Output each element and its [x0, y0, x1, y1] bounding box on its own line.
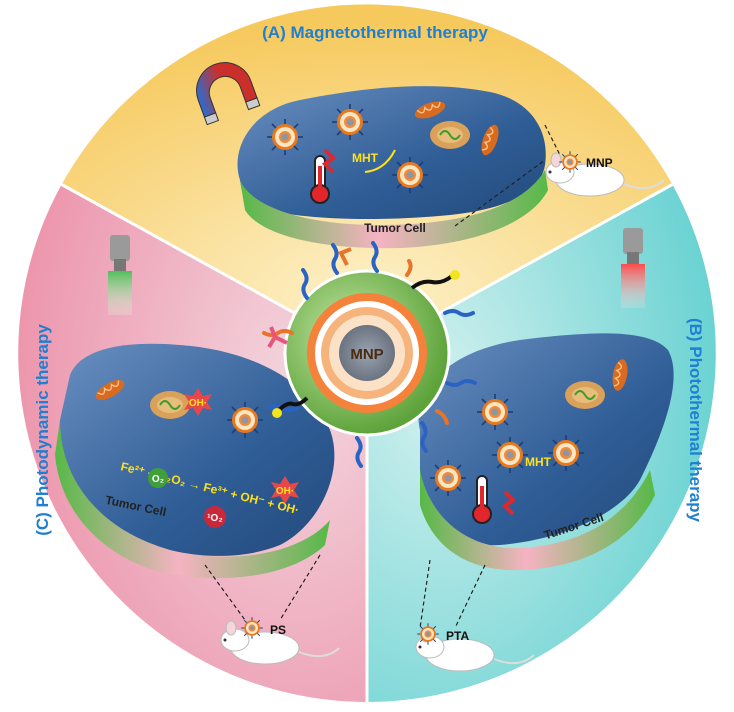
o2-bubble: O₂ — [148, 468, 168, 488]
mht-label-b: MHT — [525, 455, 552, 469]
ps-mouse-label: PS — [270, 623, 286, 637]
tumor-cell-b: MHT Tumor Cell — [418, 333, 674, 571]
tumor-cell-c: OH· Fe²⁺ + H₂O₂ → Fe³⁺ + OH⁻ + OH· OH· O… — [55, 343, 335, 579]
tumor-cell-a: MHT Tumor Cell — [237, 86, 548, 249]
mnp-mouse-label: MNP — [586, 156, 613, 170]
singlet-o2-label: ¹O₂ — [207, 513, 223, 524]
mht-label-a: MHT — [352, 151, 379, 165]
center-mnp-label: MNP — [350, 346, 383, 363]
panel-c: OH· Fe²⁺ + H₂O₂ → Fe³⁺ + OH⁻ + OH· OH· O… — [55, 235, 340, 665]
panel-b: MHT Tumor Cell PTA — [415, 228, 674, 672]
outer-wheel — [18, 4, 716, 702]
red-light-icon — [621, 228, 645, 308]
panel-a-title: (A) Magnetothermal therapy — [262, 23, 488, 42]
panel-a: MHT Tumor Cell MNP — [196, 62, 665, 249]
o2-label: O₂ — [152, 474, 164, 485]
pta-mouse-label: PTA — [446, 629, 469, 643]
oh-label-1: OH· — [189, 398, 207, 409]
panel-c-title: (C) Photodynamic therapy — [33, 324, 52, 536]
magnet-icon — [196, 62, 261, 126]
center-nanoparticle: MNP — [262, 241, 477, 468]
oh-burst-2: OH· — [271, 476, 299, 504]
tumor-cell-label-a: Tumor Cell — [364, 221, 426, 235]
oh-label-2: OH· — [276, 486, 294, 497]
oh-burst-1: OH· — [184, 388, 212, 416]
panel-b-title: (B) Photothermal therapy — [686, 318, 705, 523]
green-light-icon — [108, 235, 132, 315]
singlet-o2-bubble: ¹O₂ — [204, 506, 226, 528]
